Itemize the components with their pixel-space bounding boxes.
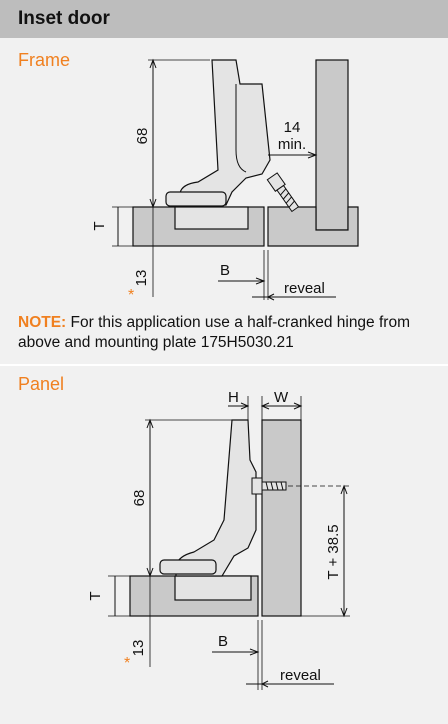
frame-reveal-label: reveal [284,280,325,297]
section-divider [0,364,448,366]
frame-section-label: Frame [18,50,71,70]
panel-t-plus-label: T + 38.5 [325,524,342,579]
frame-gap-label: 14 [284,119,301,136]
frame-gap-min-label: min. [278,136,306,153]
frame-screw-icon [266,172,300,213]
panel-t-label: T [87,591,104,600]
note-text: NOTE: For this application use a half-cr… [18,313,438,353]
note-body: For this application use a half-cranked … [18,314,410,351]
panel-screw-icon [251,477,287,495]
panel-hinge-cup [174,575,252,601]
panel-b-label: B [218,633,228,650]
frame-bottom-label: 13 [133,270,150,287]
frame-asterisk: * [128,287,134,304]
note-key: NOTE: [18,314,67,331]
frame-hinge-cup [174,206,249,230]
frame-base [267,206,359,247]
frame-hinge-plate [165,191,227,207]
panel-h-label: H [228,389,239,406]
card-title: Inset door [18,8,110,29]
frame-upright [315,59,349,231]
panel-w-label: W [274,389,289,406]
frame-height-label: 68 [134,128,151,145]
panel-hinge-arm [175,419,257,577]
panel-height-label: 68 [131,490,148,507]
card-header: Inset door [0,0,448,38]
panel-side-board [261,419,302,617]
frame-t-label: T [91,221,108,230]
panel-hinge-plate [159,559,217,575]
frame-b-label: B [220,262,230,279]
panel-asterisk: * [124,655,130,672]
panel-reveal-label: reveal [280,667,321,684]
panel-bottom-label: 13 [130,640,147,657]
panel-section-label: Panel [18,374,65,394]
